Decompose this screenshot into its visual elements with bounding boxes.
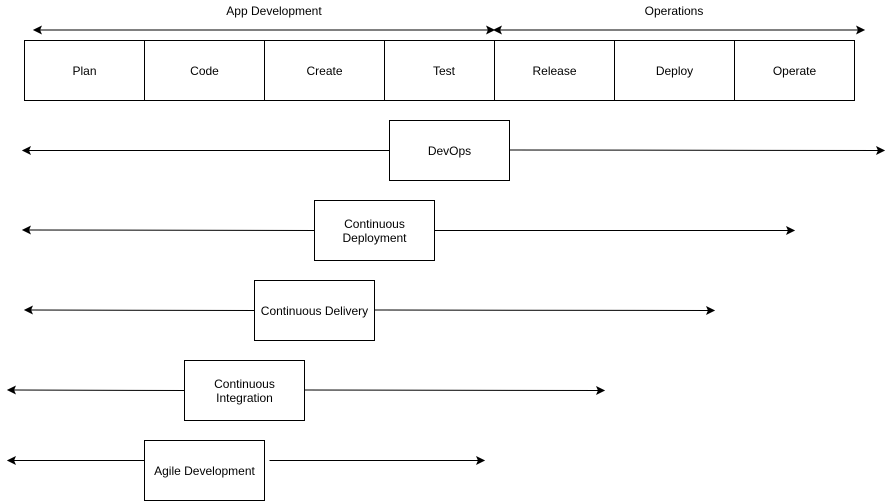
stage-release-box: [494, 40, 615, 101]
stage-test: Test: [384, 40, 495, 101]
stage-plan-label: Plan: [72, 64, 96, 78]
stage-code: Code: [144, 40, 265, 101]
continuous-deployment-label-line-1: Continuous: [344, 217, 405, 231]
stage-plan-box: [24, 40, 145, 101]
stage-release-label: Release: [532, 64, 576, 78]
stage-release: Release: [494, 40, 615, 101]
devops-label: DevOps: [428, 144, 471, 158]
continuous-deployment-left-arrow-line: [28, 229, 315, 231]
stage-create-label: Create: [306, 64, 342, 78]
continuous-delivery-right-arrow-head: [706, 305, 716, 316]
continuous-delivery-label: Continuous Delivery: [261, 304, 368, 318]
devops-right-arrow-head: [876, 145, 886, 156]
agile-development-box: [144, 440, 265, 501]
stage-code-box: [144, 40, 265, 101]
app-development-span: App Development: [32, 4, 496, 35]
stage-test-label: Test: [433, 64, 456, 78]
app-development-arrow-right-head: [486, 25, 496, 35]
operations-span: Operations: [492, 4, 866, 35]
stage-deploy-box: [614, 40, 735, 101]
continuous-integration-right-arrow-line: [304, 389, 599, 391]
stage-deploy-label: Deploy: [656, 64, 693, 78]
devops-right-arrow-line: [509, 149, 879, 151]
agile-development-right-arrow-head: [476, 455, 486, 466]
stage-operate: Operate: [734, 40, 855, 101]
app-development-arrow-left-head: [32, 25, 42, 35]
continuous-delivery-box: [254, 280, 375, 341]
operations-arrow-left-head: [492, 25, 502, 35]
stage-plan: Plan: [24, 40, 145, 101]
continuous-integration-left-arrow-line: [13, 389, 185, 391]
stage-code-label: Code: [190, 64, 219, 78]
continuous-integration-box: [184, 360, 305, 421]
agile-development-label: Agile Development: [154, 464, 255, 478]
operations-label: Operations: [645, 4, 704, 18]
continuous-deployment-right-arrow-head: [786, 225, 796, 236]
continuous-deployment-box: [314, 200, 435, 261]
stage-test-box: [384, 40, 495, 101]
continuous-deployment-left-arrow-head: [21, 225, 31, 235]
stage-row: Plan Code Create Test Release Deploy Ope…: [24, 40, 855, 101]
continuous-integration-label-line-1: Continuous: [214, 377, 275, 391]
continuous-integration-label-line-2: Integration: [216, 391, 273, 405]
practice-continuous-delivery: Continuous Delivery: [23, 280, 716, 341]
stage-create: Create: [264, 40, 385, 101]
continuous-deployment-label-line-2: Deployment: [342, 231, 407, 245]
devops-left-arrow-head: [21, 145, 31, 156]
practice-agile-development: Agile Development: [6, 440, 486, 501]
operations-arrow-right-head: [856, 25, 866, 35]
stage-deploy: Deploy: [614, 40, 735, 101]
practice-continuous-deployment: Continuous Deployment: [21, 200, 796, 261]
continuous-delivery-right-arrow-line: [374, 309, 709, 311]
continuous-delivery-left-arrow-line: [30, 309, 255, 311]
continuous-delivery-left-arrow-head: [23, 305, 33, 315]
continuous-integration-left-arrow-head: [6, 385, 16, 395]
continuous-integration-right-arrow-head: [596, 385, 606, 396]
stage-operate-label: Operate: [773, 64, 817, 78]
agile-development-left-arrow-head: [6, 455, 16, 466]
practice-continuous-integration: Continuous Integration: [6, 360, 606, 421]
practice-devops: DevOps: [21, 120, 886, 181]
stage-create-box: [264, 40, 385, 101]
devops-box: [389, 120, 510, 181]
stage-operate-box: [734, 40, 855, 101]
app-development-label: App Development: [226, 4, 322, 18]
